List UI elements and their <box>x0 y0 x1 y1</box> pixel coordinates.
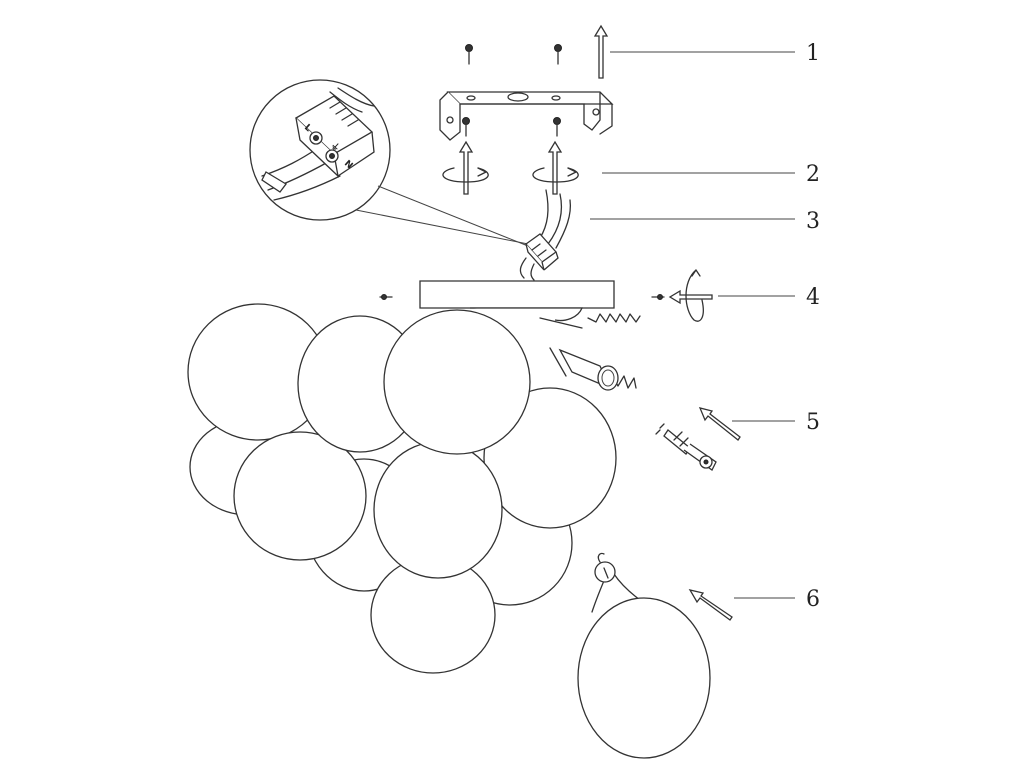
globe <box>233 431 367 561</box>
bracket-screw-right <box>553 117 561 137</box>
up-arrow-step1 <box>593 24 609 79</box>
rotate-arrow-right-icon <box>532 140 579 195</box>
callout-5: 5 <box>806 410 820 435</box>
terminal-block: L ⏚ N <box>294 95 375 178</box>
callout-4: 4 <box>806 285 820 310</box>
bracket-screw-left <box>462 117 470 137</box>
g9-bulb-icon <box>655 423 717 471</box>
canopy-screw-right <box>651 294 665 300</box>
callout-2: 2 <box>806 162 820 187</box>
insert-arrow-step5 <box>698 407 741 441</box>
rotate-arrow-left-icon <box>442 140 489 195</box>
lamp-socket-arm <box>558 348 619 391</box>
canopy-screw-left <box>379 294 393 300</box>
single-glass-globe <box>577 573 711 759</box>
mounting-bracket <box>439 91 614 141</box>
spring-upper <box>539 313 641 329</box>
terminal-detail-bubble: L ⏚ N <box>249 79 529 247</box>
terminal-connector <box>519 189 572 281</box>
globe <box>383 309 531 455</box>
rotate-arrow-step4-icon <box>668 269 713 322</box>
glass-globe-cluster <box>187 303 617 674</box>
callout-6: 6 <box>806 587 820 612</box>
terminal-label-l: L <box>302 123 313 134</box>
callout-1: 1 <box>806 41 820 66</box>
callout-3: 3 <box>806 209 820 234</box>
hanging-hook-icon <box>594 552 616 583</box>
globe <box>373 441 503 579</box>
insert-arrow-step6 <box>688 589 733 621</box>
ceiling-screw-right <box>554 44 562 65</box>
ceiling-screw-left <box>465 44 473 65</box>
canopy <box>419 280 615 322</box>
